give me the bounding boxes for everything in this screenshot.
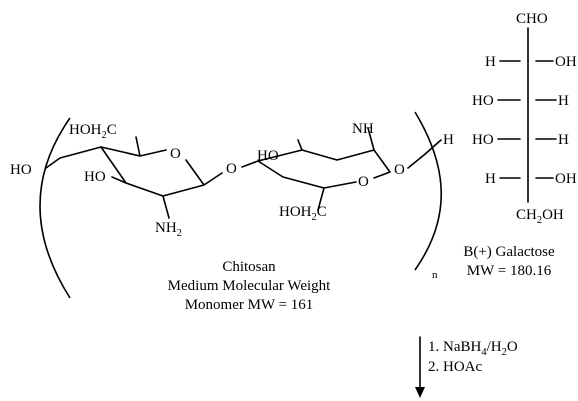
chitosan-name: Chitosan: [222, 259, 276, 275]
c4-ho-label: HO: [472, 132, 494, 148]
c5-h-label: H: [485, 171, 496, 187]
reaction-arrow: [415, 336, 425, 398]
nh2-label: NH2: [155, 220, 182, 239]
left-bracket: [39, 117, 71, 299]
c5-oh-label: OH: [555, 171, 577, 187]
reagent-step-2: 2. HOAc: [428, 359, 482, 375]
galactose-structure: CHO H OH HO H HO H H OH CH2OH: [472, 11, 577, 226]
c2-h-label: H: [485, 54, 496, 70]
chitosan-caption: Chitosan Medium Molecular Weight Monomer…: [168, 259, 331, 313]
h-end-label: H: [443, 132, 454, 148]
ring2-oxygen-label: O: [358, 174, 369, 190]
chitosan-weight-class: Medium Molecular Weight: [168, 278, 331, 294]
c3-ho-label: HO: [472, 93, 494, 109]
galactose-name: B(+) Galactose: [463, 244, 555, 260]
ho-ring2-label: HO: [257, 148, 279, 164]
chitosan-bonds: [45, 127, 442, 219]
bridge-oxygen-label: O: [226, 161, 237, 177]
arrow-head: [415, 387, 425, 398]
chitosan-structure: HO HOH2C O HO NH2 O HO NH O HOH2C O H n: [10, 111, 454, 299]
c2-oh-label: OH: [555, 54, 577, 70]
right-bracket: [414, 111, 443, 271]
c4-h-label: H: [558, 132, 569, 148]
hoh2c-bottom-label: HOH2C: [279, 204, 327, 223]
c3-h-label: H: [558, 93, 569, 109]
galactose-mw: MW = 180.16: [467, 263, 552, 279]
nh-ring2-label: NH: [352, 121, 374, 137]
galactose-caption: B(+) Galactose MW = 180.16: [463, 244, 555, 279]
ho-ring1-label: HO: [84, 169, 106, 185]
cho-label: CHO: [516, 11, 548, 27]
ring1-oxygen-label: O: [170, 146, 181, 162]
ch2oh-label: CH2OH: [516, 207, 564, 226]
galactose-bonds: [497, 27, 557, 203]
reagent-step-1: 1. NaBH4/H2O: [428, 339, 518, 358]
chitosan-monomer-mw: Monomer MW = 161: [185, 297, 314, 313]
repeat-n-label: n: [432, 269, 438, 281]
reaction-conditions: 1. NaBH4/H2O 2. HOAc: [428, 339, 518, 375]
hoh2c-top-label: HOH2C: [69, 122, 117, 141]
ho-left-label: HO: [10, 162, 32, 178]
o-right-label: O: [394, 162, 405, 178]
